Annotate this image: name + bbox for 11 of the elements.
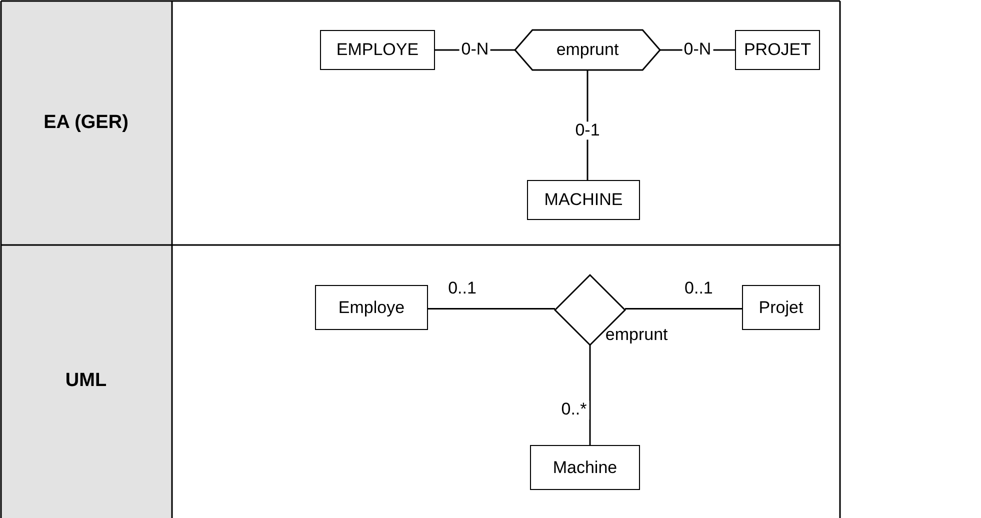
entity-box: MACHINE — [527, 180, 640, 220]
relationship-hexagon: emprunt — [515, 30, 660, 70]
entity-box: Projet — [742, 285, 820, 330]
row-header: UML — [65, 370, 107, 392]
cardinality-label: 0-1 — [573, 121, 602, 140]
entity-box: Machine — [530, 445, 640, 490]
entity-box: EMPLOYE — [320, 30, 435, 70]
entity-box: PROJET — [735, 30, 820, 70]
row-header: EA (GER) — [44, 112, 128, 134]
entity-box: Employe — [315, 285, 428, 330]
association-name: emprunt — [605, 325, 668, 346]
